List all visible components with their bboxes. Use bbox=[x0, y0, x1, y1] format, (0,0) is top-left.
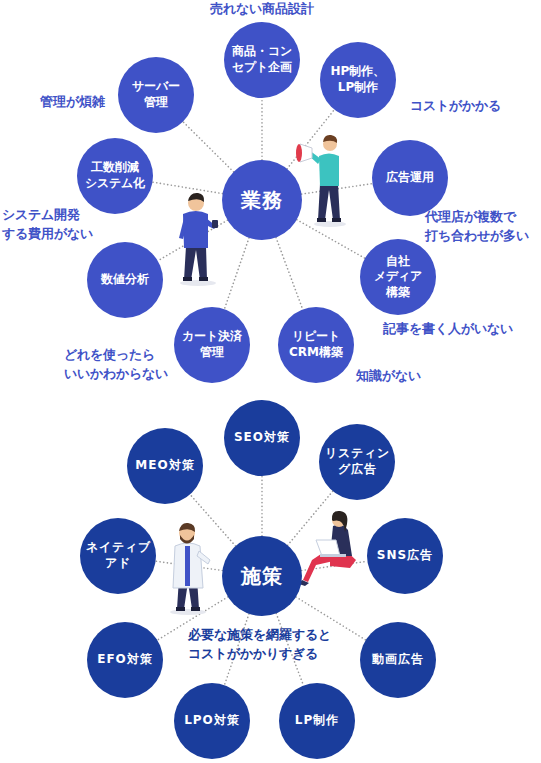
topic-circle: EFO対策 bbox=[87, 622, 163, 698]
node-text: 広告運用 bbox=[375, 170, 445, 186]
circle-fill bbox=[319, 424, 395, 500]
dotted-connector bbox=[190, 495, 235, 547]
node-text: MEO対策 bbox=[130, 458, 200, 474]
person-figure bbox=[296, 135, 346, 227]
circle-fill bbox=[174, 683, 250, 759]
node-text: リスティン グ広告 bbox=[322, 446, 392, 477]
dotted-connector bbox=[297, 220, 365, 259]
topic-circle: ネイティブ アド bbox=[80, 518, 156, 594]
topic-circle: 数値分析 bbox=[87, 242, 163, 318]
circle-fill bbox=[87, 622, 163, 698]
node-text: LPO対策 bbox=[177, 713, 247, 729]
node-text: サーバー 管理 bbox=[121, 79, 191, 110]
person-figure bbox=[299, 511, 356, 586]
topic-circle: LPO対策 bbox=[174, 683, 250, 759]
problem-note: コストがかかる bbox=[410, 97, 501, 116]
topic-circle: サーバー 管理 bbox=[118, 57, 194, 133]
hub-circle: 業務 bbox=[222, 160, 302, 240]
dotted-connector bbox=[153, 182, 223, 194]
person-figure bbox=[170, 523, 210, 615]
node-text: カート決済 管理 bbox=[177, 329, 247, 360]
dotted-connector bbox=[288, 491, 333, 545]
topic-circle: カート決済 管理 bbox=[174, 307, 250, 383]
hub-circle: 施策 bbox=[222, 536, 302, 616]
node-text: リピート CRM構築 bbox=[281, 329, 351, 360]
dotted-connector bbox=[261, 476, 263, 536]
circle-fill bbox=[87, 242, 163, 318]
problem-note: 記事を書く人がいない bbox=[383, 320, 513, 339]
circle-fill bbox=[174, 307, 250, 383]
dotted-connector bbox=[183, 122, 234, 172]
node-text: HP制作、 LP制作 bbox=[323, 64, 393, 95]
circle-fill bbox=[224, 400, 300, 476]
problem-note: システム開発 する費用がない bbox=[2, 206, 96, 244]
person-figure bbox=[179, 193, 218, 286]
circle-fill bbox=[279, 683, 355, 759]
dotted-connector bbox=[261, 98, 263, 160]
topic-circle: SEO対策 bbox=[224, 400, 300, 476]
circle-fill bbox=[360, 239, 436, 315]
circle-fill bbox=[224, 22, 300, 98]
problem-note: 必要な施策を網羅すると コストがかかりすぎる bbox=[188, 626, 338, 664]
circle-fill bbox=[222, 160, 302, 240]
problem-note: 代理店が複数で 打ち合わせが多い bbox=[425, 208, 533, 246]
node-text: LP制作 bbox=[282, 713, 352, 729]
node-text: 数値分析 bbox=[90, 272, 160, 288]
circle-fill bbox=[360, 622, 436, 698]
topic-circle: SNS広告 bbox=[367, 518, 443, 594]
node-text: 動画広告 bbox=[363, 652, 433, 668]
topic-circle: リピート CRM構築 bbox=[278, 307, 354, 383]
problem-note: どれを使ったら いいかわからない bbox=[64, 346, 172, 384]
circle-fill bbox=[367, 518, 443, 594]
topic-circle: リスティン グ広告 bbox=[319, 424, 395, 500]
topic-circle: 工数削減 システム化 bbox=[77, 138, 153, 214]
topic-circle: 自社 メディア 構築 bbox=[360, 239, 436, 315]
node-text: 商品・コン セプト企画 bbox=[227, 44, 297, 75]
circle-fill bbox=[80, 518, 156, 594]
topic-circle: HP制作、 LP制作 bbox=[320, 42, 396, 118]
node-text: ネイティブ アド bbox=[83, 540, 153, 571]
problem-note: 知識がない bbox=[356, 367, 421, 386]
node-text: SNS広告 bbox=[370, 548, 440, 564]
node-text: 施策 bbox=[225, 563, 299, 589]
node-text: 工数削減 システム化 bbox=[80, 160, 150, 191]
circle-fill bbox=[127, 428, 203, 504]
topic-circle: MEO対策 bbox=[127, 428, 203, 504]
problem-note: 売れない商品設計 bbox=[210, 0, 314, 19]
circle-fill bbox=[278, 307, 354, 383]
topic-circle: 商品・コン セプト企画 bbox=[224, 22, 300, 98]
dotted-connector bbox=[224, 238, 249, 309]
node-text: SEO対策 bbox=[227, 430, 297, 446]
topic-circle: LP制作 bbox=[279, 683, 355, 759]
node-text: EFO対策 bbox=[90, 652, 160, 668]
problem-note: 管理が煩雑 bbox=[40, 93, 105, 112]
node-text: 自社 メディア 構築 bbox=[363, 254, 433, 301]
topic-circle: 動画広告 bbox=[360, 622, 436, 698]
circle-fill bbox=[222, 536, 302, 616]
topic-circle: 広告運用 bbox=[372, 140, 448, 216]
circle-fill bbox=[118, 57, 194, 133]
circle-fill bbox=[77, 138, 153, 214]
circle-fill bbox=[372, 140, 448, 216]
circle-fill bbox=[320, 42, 396, 118]
dotted-connector bbox=[276, 238, 303, 310]
node-text: 業務 bbox=[225, 187, 299, 213]
